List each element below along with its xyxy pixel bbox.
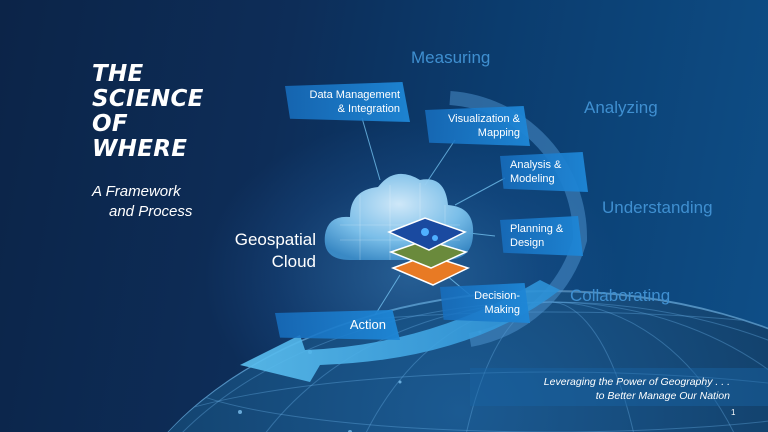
subtitle-line: and Process	[109, 203, 193, 220]
step-text: Analysis &	[510, 159, 562, 171]
geospatial-cloud-label: Geospatial Cloud	[222, 229, 316, 273]
slide-subtitle: A Framework and Process	[92, 182, 192, 222]
step-text: Planning &	[510, 223, 564, 235]
step-text: Modeling	[510, 173, 555, 185]
label-line: Cloud	[271, 252, 316, 271]
step-text: Making	[484, 304, 520, 316]
step-text: Data Management	[309, 89, 401, 101]
stage-collaborating: Collaborating	[570, 286, 671, 305]
subtitle-line: A Framework	[92, 183, 181, 200]
step-text: Action	[349, 317, 386, 332]
footer-line: Leveraging the Power of Geography . . .	[543, 376, 730, 388]
label-line: Geospatial	[234, 230, 316, 249]
step-data-management: Data Management & Integration	[285, 82, 410, 122]
step-visualization: Visualization & Mapping	[425, 106, 530, 146]
title-line: WHERE	[92, 136, 188, 162]
footer-band	[470, 368, 768, 406]
title-line: OF	[92, 111, 128, 137]
step-analysis: Analysis & Modeling	[500, 152, 588, 192]
step-decision-making: Decision- Making	[440, 283, 530, 323]
title-line: SCIENCE	[92, 86, 204, 112]
globe-graphic	[100, 290, 768, 432]
step-text: Decision-	[474, 290, 520, 302]
footer-line: to Better Manage Our Nation	[595, 390, 730, 402]
title-line: THE	[92, 61, 144, 87]
step-text: & Integration	[337, 103, 400, 115]
footer-tagline: Leveraging the Power of Geography . . . …	[510, 375, 730, 403]
step-planning: Planning & Design	[500, 216, 583, 256]
slide-title: THE SCIENCE OF WHERE	[92, 62, 204, 162]
stage-understanding: Understanding	[602, 198, 713, 217]
stage-measuring: Measuring	[411, 48, 491, 67]
step-text: Visualization &	[448, 113, 520, 125]
page-number: 1	[731, 408, 736, 417]
stage-analyzing: Analyzing	[584, 98, 658, 117]
step-text: Design	[510, 237, 545, 249]
map-layers-icon	[387, 217, 471, 286]
step-text: Mapping	[477, 127, 520, 139]
step-action: Action	[275, 310, 400, 340]
